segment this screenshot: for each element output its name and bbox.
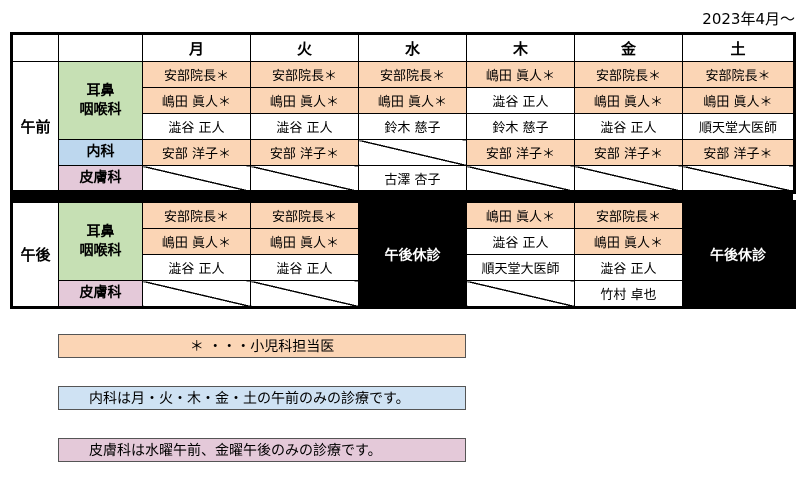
- dept-internal-morning: 内科: [58, 139, 143, 166]
- pm-ent-row-1: 午後 耳鼻 咽喉科 安部院長＊ 安部院長＊ 午後休診 嶋田 眞人＊ 安部院長＊ …: [11, 201, 795, 308]
- dept-ent-afternoon: 耳鼻 咽喉科: [58, 201, 143, 281]
- closed-cell-wed: 午後休診: [358, 201, 467, 308]
- no-clinic-slash-cell: [466, 280, 575, 308]
- doctor-cell: 安部 洋子＊: [142, 139, 251, 166]
- day-header-wed: 水: [358, 33, 467, 62]
- afternoon-schedule-table: 午後 耳鼻 咽喉科 安部院長＊ 安部院長＊ 午後休診 嶋田 眞人＊ 安部院長＊ …: [10, 200, 796, 309]
- dept-ent-label-line1: 耳鼻: [86, 82, 115, 99]
- doctor-cell: 安部 洋子＊: [574, 139, 683, 166]
- period-divider: [10, 190, 793, 200]
- am-internal-row: 内科 安部 洋子＊ 安部 洋子＊ 安部 洋子＊ 安部 洋子＊ 安部 洋子＊: [12, 139, 795, 166]
- schedule-start-date: 2023年4月～: [702, 10, 795, 28]
- doctor-cell: 嶋田 眞人＊: [574, 228, 683, 255]
- doctor-cell: 安部 洋子＊: [250, 139, 359, 166]
- day-header-fri: 金: [574, 33, 683, 62]
- dept-derm-afternoon: 皮膚科: [58, 280, 143, 308]
- no-clinic-slash-cell: [358, 139, 467, 166]
- doctor-cell: 嶋田 眞人＊: [142, 87, 251, 114]
- doctor-cell: 澁谷 正人: [466, 87, 575, 114]
- pm-ent-row-2: 嶋田 眞人＊ 嶋田 眞人＊ 澁谷 正人 嶋田 眞人＊: [12, 228, 795, 255]
- doctor-cell: 嶋田 眞人＊: [466, 201, 575, 229]
- doctor-cell: 澁谷 正人: [574, 113, 683, 140]
- no-clinic-slash-cell: [250, 165, 359, 193]
- dept-derm-morning: 皮膚科: [58, 165, 143, 193]
- doctor-cell: 澁谷 正人: [250, 254, 359, 281]
- am-ent-row-3: 澁谷 正人 澁谷 正人 鈴木 慈子 鈴木 慈子 澁谷 正人 順天堂大医師: [12, 113, 795, 140]
- am-ent-row-2: 嶋田 眞人＊ 嶋田 眞人＊ 嶋田 眞人＊ 澁谷 正人 嶋田 眞人＊ 嶋田 眞人＊: [12, 87, 795, 114]
- morning-schedule-table: 月 火 水 木 金 土 午前 耳鼻 咽喉科 安部院長＊ 安部院長＊ 安部院長＊ …: [10, 32, 796, 194]
- doctor-cell: 竹村 卓也: [574, 280, 683, 308]
- dept-ent-label-line2: 咽喉科: [79, 242, 122, 259]
- doctor-cell: 澁谷 正人: [574, 254, 683, 281]
- doctor-cell: 澁谷 正人: [250, 113, 359, 140]
- corner-cell: [58, 33, 143, 62]
- doctor-cell: 嶋田 眞人＊: [250, 87, 359, 114]
- doctor-cell: 古澤 杏子: [358, 165, 467, 193]
- doctor-cell: 嶋田 眞人＊: [250, 228, 359, 255]
- pm-ent-row-3: 澁谷 正人 澁谷 正人 順天堂大医師 澁谷 正人: [12, 254, 795, 281]
- day-header-row: 月 火 水 木 金 土: [11, 33, 795, 62]
- period-label-afternoon: 午後: [11, 201, 59, 308]
- dept-ent-label-line1: 耳鼻: [86, 223, 115, 240]
- period-label-morning: 午前: [11, 61, 59, 193]
- doctor-cell: 安部院長＊: [142, 201, 251, 229]
- doctor-cell: 澁谷 正人: [466, 228, 575, 255]
- closed-cell-sat: 午後休診: [682, 201, 795, 308]
- doctor-cell: 澁谷 正人: [142, 254, 251, 281]
- doctor-cell: 安部 洋子＊: [682, 139, 795, 166]
- dept-ent-label-line2: 咽喉科: [79, 101, 122, 118]
- doctor-cell: 安部院長＊: [358, 61, 467, 88]
- doctor-cell: 安部院長＊: [574, 201, 683, 229]
- no-clinic-slash-cell: [574, 165, 683, 193]
- doctor-cell: 安部院長＊: [250, 201, 359, 229]
- no-clinic-slash-cell: [250, 280, 359, 308]
- note-pediatric-legend: ＊ ・・・小児科担当医: [58, 334, 466, 358]
- am-ent-row-1: 午前 耳鼻 咽喉科 安部院長＊ 安部院長＊ 安部院長＊ 嶋田 眞人＊ 安部院長＊…: [11, 61, 795, 193]
- no-clinic-slash-cell: [142, 165, 251, 193]
- doctor-cell: 嶋田 眞人＊: [682, 87, 795, 114]
- note-internal-hours: 内科は月・火・木・金・土の午前のみの診療です。: [58, 386, 466, 410]
- pm-derm-row: 皮膚科 竹村 卓也: [12, 280, 795, 308]
- doctor-cell: 嶋田 眞人＊: [142, 228, 251, 255]
- day-header-thu: 木: [466, 33, 575, 62]
- day-header-sat: 土: [682, 33, 795, 62]
- day-header-tue: 火: [250, 33, 359, 62]
- note-derm-hours: 皮膚科は水曜午前、金曜午後のみの診療です。: [58, 438, 466, 462]
- no-clinic-slash-cell: [142, 280, 251, 308]
- doctor-cell: 安部 洋子＊: [466, 139, 575, 166]
- doctor-cell: 嶋田 眞人＊: [466, 61, 575, 88]
- doctor-cell: 安部院長＊: [682, 61, 795, 88]
- doctor-cell: 嶋田 眞人＊: [358, 87, 467, 114]
- doctor-cell: 安部院長＊: [574, 61, 683, 88]
- doctor-cell: 澁谷 正人: [142, 113, 251, 140]
- doctor-cell: 鈴木 慈子: [466, 113, 575, 140]
- no-clinic-slash-cell: [682, 165, 795, 193]
- doctor-cell: 順天堂大医師: [682, 113, 795, 140]
- doctor-cell: 安部院長＊: [250, 61, 359, 88]
- am-derm-row: 皮膚科 古澤 杏子: [12, 165, 795, 193]
- doctor-cell: 順天堂大医師: [466, 254, 575, 281]
- doctor-cell: 安部院長＊: [142, 61, 251, 88]
- day-header-mon: 月: [142, 33, 251, 62]
- doctor-cell: 嶋田 眞人＊: [574, 87, 683, 114]
- doctor-cell: 鈴木 慈子: [358, 113, 467, 140]
- dept-ent-morning: 耳鼻 咽喉科: [58, 61, 143, 140]
- no-clinic-slash-cell: [466, 165, 575, 193]
- corner-cell: [11, 33, 59, 62]
